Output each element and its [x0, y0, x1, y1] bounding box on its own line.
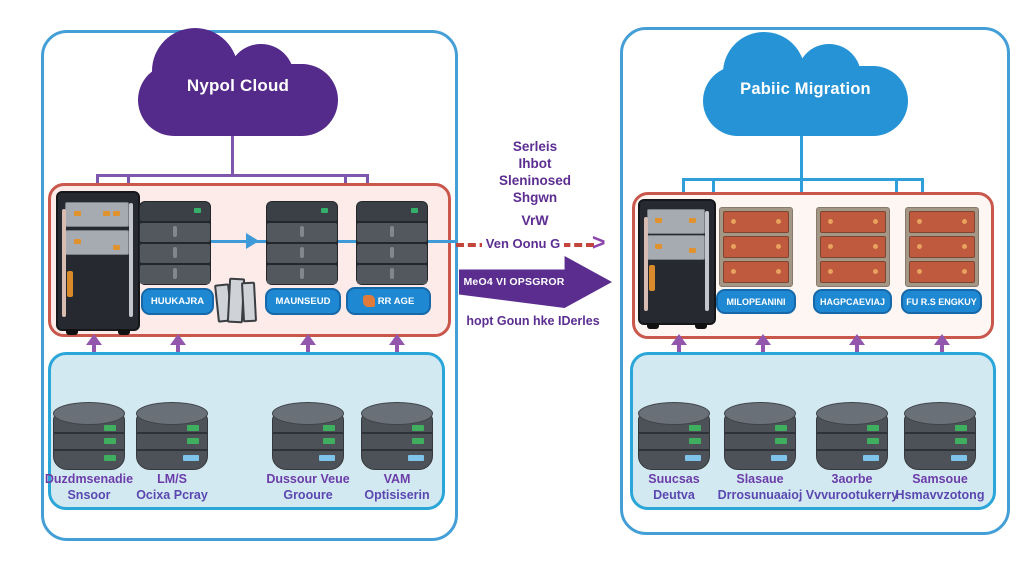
tower-strip	[644, 217, 648, 311]
left-rack-2-icon	[266, 201, 338, 285]
dashed-link-label: Ven Oonu G	[462, 236, 584, 251]
tower-foot	[66, 329, 78, 335]
database-icon	[904, 402, 976, 470]
drive-bay	[647, 209, 705, 234]
badge-label: RR AGE	[377, 295, 415, 307]
right-rack-3-badge: FU R.S ENGKUY	[901, 289, 982, 314]
left-tower-server-icon	[56, 191, 140, 335]
database-icon	[361, 402, 433, 470]
right-cloud-stem-line	[800, 136, 803, 180]
badge-label: MILOPEANINI	[726, 296, 786, 307]
badge-label: HAGPCAEVIAJ	[819, 296, 885, 307]
center-bottom-note: hopt Goun hke IDerles	[466, 314, 600, 328]
badge-label: HUUKAJRA	[150, 296, 205, 307]
drive-bay	[65, 230, 129, 255]
drive-bay	[647, 235, 705, 260]
cloud-base	[138, 64, 338, 136]
database-icon	[724, 402, 796, 470]
badge-label: FU R.S ENGKUY	[906, 296, 977, 307]
right-cloud-label: Pabiic Migration	[740, 80, 871, 98]
migration-arrow-label: MeO4 VI OPSGROR	[463, 276, 565, 288]
right-rack-2-badge: HAGPCAEVIAJ	[813, 289, 892, 314]
left-dataflow-arrowhead-icon	[246, 233, 259, 249]
center-notes: Serleis Ihbot Sleninosed Shgwn	[498, 139, 571, 205]
migration-arrow-icon: MeO4 VI OPSGROR	[459, 256, 612, 308]
chevron-right-icon: >	[592, 229, 606, 255]
left-rack-3-badge: RR AGE	[346, 287, 431, 315]
tower-foot	[647, 323, 659, 329]
left-rack-3-icon	[356, 201, 428, 285]
right-rack-1-icon	[719, 207, 793, 287]
database-icon	[638, 402, 710, 470]
right-rack-1-badge: MILOPEANINI	[716, 289, 796, 314]
flame-icon	[362, 295, 375, 307]
tower-strip	[129, 203, 133, 317]
tower-strip	[62, 209, 66, 317]
database-icon	[136, 402, 208, 470]
right-rack-3-icon	[905, 207, 979, 287]
right-rack-2-icon	[816, 207, 890, 287]
database-icon	[53, 402, 125, 470]
right-branch-line	[682, 178, 924, 181]
tower-strip	[705, 211, 709, 311]
left-cloud-stem-line	[231, 136, 234, 176]
left-branch-line	[96, 174, 369, 177]
right-cloud-icon: Pabiic Migration	[703, 32, 908, 138]
cloud-base	[703, 66, 908, 136]
tower-latch	[67, 271, 73, 297]
database-icon	[272, 402, 344, 470]
badge-label: MAUNSEUD	[275, 296, 331, 307]
server-cluster-icon	[214, 276, 258, 326]
left-cloud-label: Nypol Cloud	[186, 76, 290, 95]
tower-latch	[649, 265, 655, 291]
left-rack-1-badge: HUUKAJRA	[141, 288, 214, 315]
right-tower-server-icon	[638, 199, 716, 329]
left-rack-2-badge: MAUNSEUD	[265, 288, 341, 315]
database-icon	[816, 402, 888, 470]
tower-foot	[695, 323, 707, 329]
left-rack-1-icon	[139, 201, 211, 285]
drive-bay	[65, 202, 129, 227]
tower-foot	[118, 329, 130, 335]
vm-label: VrW	[521, 212, 549, 228]
left-cloud-icon: Nypol Cloud	[138, 28, 338, 138]
